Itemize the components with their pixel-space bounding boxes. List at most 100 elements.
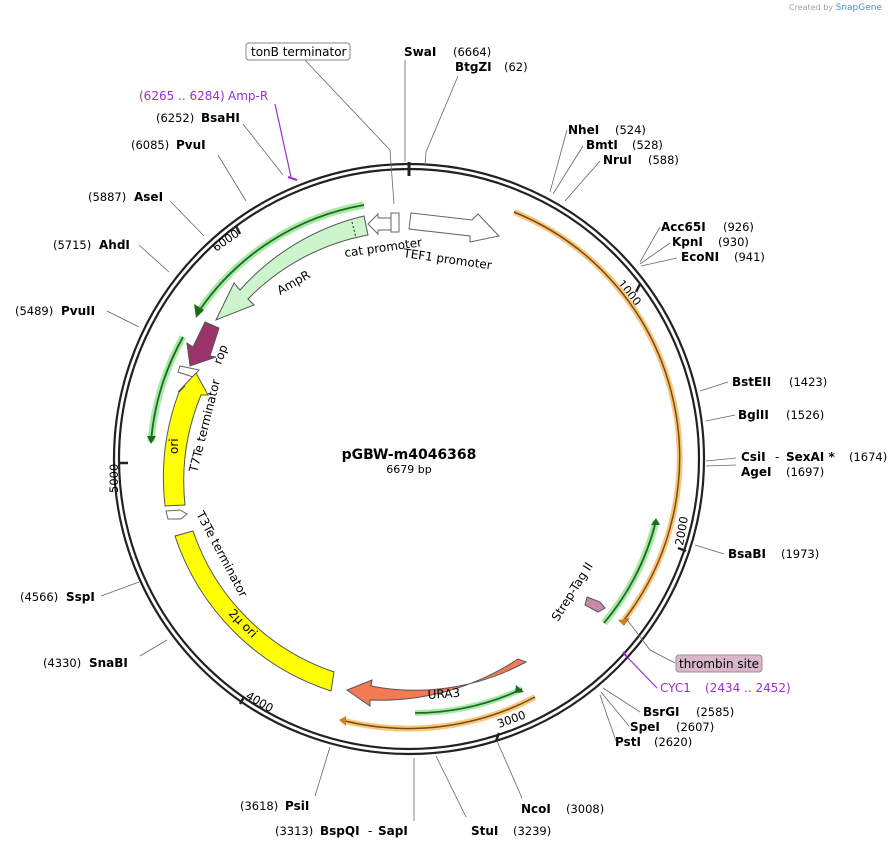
site-nhei-name: NheI bbox=[568, 123, 599, 137]
cat-promoter-small bbox=[390, 212, 400, 233]
amp-r-site-mark bbox=[287, 176, 298, 181]
credit-prefix: Created by bbox=[789, 3, 834, 12]
green-arrow-bottom bbox=[515, 685, 524, 693]
feature-label-rop: rop bbox=[211, 343, 231, 366]
amp-r-name: Amp-R bbox=[228, 89, 268, 103]
leader-bmti bbox=[552, 145, 584, 195]
leader-ahdi bbox=[138, 244, 170, 273]
ampr-inner-mark bbox=[351, 221, 357, 239]
primer-labels: (6265 .. 6284) Amp-R CYC1 (2434 .. 2452) bbox=[139, 89, 791, 695]
site-acc65i-pos: (926) bbox=[723, 220, 754, 234]
leader-lines bbox=[100, 57, 737, 821]
green-arc-left-core bbox=[150, 336, 184, 443]
leader-bsahi bbox=[242, 123, 284, 176]
site-asei-pos: (5887) bbox=[88, 190, 126, 204]
green-orf-arcs bbox=[147, 201, 660, 716]
leader-bglii bbox=[705, 414, 736, 422]
site-bmti-pos: (528) bbox=[632, 138, 663, 152]
tef1-promoter-arrow bbox=[408, 212, 500, 243]
green-arc-bottom-core bbox=[414, 688, 523, 714]
feature-label-strep-tag-ii: Strep-Tag II bbox=[549, 560, 596, 624]
site-snabi-pos: (4330) bbox=[43, 656, 81, 670]
site-swai-name: SwaI bbox=[404, 45, 436, 59]
site-asei-name: AseI bbox=[134, 190, 163, 204]
snapgene-logo: SnapGene bbox=[835, 3, 882, 13]
site-pvui-name: PvuI bbox=[176, 138, 206, 152]
green-arrow-left bbox=[147, 436, 156, 444]
leader-psti bbox=[599, 694, 617, 742]
site-agei-name: AgeI bbox=[741, 465, 771, 479]
leader-acc65i bbox=[639, 226, 661, 263]
leader-pvui bbox=[217, 154, 247, 202]
tick-marks bbox=[120, 225, 687, 742]
site-bglii-name: BglII bbox=[738, 408, 769, 422]
strep-tag-ii-arrow bbox=[584, 596, 606, 613]
site-psii-name: PsiI bbox=[285, 799, 309, 813]
green-arrow-top-left bbox=[194, 304, 204, 318]
plasmid-size: 6679 bp bbox=[386, 463, 431, 476]
site-nhei-pos: (524) bbox=[615, 123, 646, 137]
site-spei-name: SpeI bbox=[630, 720, 660, 734]
rop-arrow bbox=[186, 321, 220, 367]
feature-label-ura3: URA3 bbox=[427, 686, 460, 702]
site-pvui-pos: (6085) bbox=[131, 138, 169, 152]
leader-amp-r bbox=[274, 103, 292, 178]
site-sexai-name: SexAI * bbox=[786, 450, 835, 464]
tick-1000 bbox=[634, 283, 642, 293]
feature-label-tef1-promoter: TEF1 promoter bbox=[402, 246, 493, 272]
tick-6000 bbox=[234, 225, 242, 235]
tick-label-4000: 4000 bbox=[244, 688, 276, 715]
leader-pvuii bbox=[106, 310, 140, 328]
site-bspqi-pos: (3313) bbox=[275, 824, 313, 838]
site-kpni-pos: (930) bbox=[718, 235, 749, 249]
feature-label-ori: ori bbox=[167, 438, 181, 454]
site-stui-name: StuI bbox=[471, 824, 498, 838]
tonb-terminator-box bbox=[245, 42, 351, 61]
two-micron-ori-arc bbox=[174, 530, 335, 692]
site-nrui-pos: (588) bbox=[648, 153, 679, 167]
tick-2000 bbox=[677, 546, 687, 553]
leader-agei bbox=[705, 464, 737, 467]
site-psti-pos: (2620) bbox=[654, 735, 692, 749]
tick-label-5000: 5000 bbox=[107, 464, 121, 493]
leader-kpni bbox=[639, 242, 671, 265]
cat-promoter-arrow bbox=[367, 212, 392, 236]
green-arrow-right bbox=[651, 518, 660, 525]
site-ncoi-name: NcoI bbox=[521, 802, 551, 816]
cyc1-name: CYC1 bbox=[660, 681, 691, 695]
orf-arcs bbox=[339, 209, 683, 732]
thrombin-site-label: thrombin site bbox=[679, 657, 759, 671]
site-econi-name: EcoNI bbox=[681, 250, 719, 264]
site-swai-pos: (6664) bbox=[453, 45, 491, 59]
ura3-arrow bbox=[345, 658, 528, 707]
site-bsabi-name: BsaBI bbox=[728, 547, 766, 561]
leader-asei bbox=[169, 200, 205, 237]
tick-3000 bbox=[494, 732, 501, 742]
amp-r-range: (6265 .. 6284) bbox=[139, 89, 225, 103]
leader-bsrgi bbox=[602, 687, 641, 713]
tonb-terminator-label: tonB terminator bbox=[251, 45, 347, 59]
site-btgzi-name: BtgZI bbox=[455, 60, 492, 74]
site-acc65i-name: Acc65I bbox=[661, 220, 706, 234]
site-ncoi-pos: (3008) bbox=[566, 802, 604, 816]
site-csii-pos: (1674) bbox=[849, 450, 887, 464]
orf-arrow-bottom bbox=[339, 716, 346, 726]
site-bsabi-pos: (1973) bbox=[781, 547, 819, 561]
leader-btgzi bbox=[424, 75, 459, 167]
leader-cyc1 bbox=[627, 657, 658, 689]
site-bspqi-sep: - bbox=[368, 824, 372, 838]
site-econi-pos: (941) bbox=[734, 250, 765, 264]
site-agei-pos: (1697) bbox=[786, 465, 824, 479]
plasmid-name: pGBW-m4046368 bbox=[342, 447, 477, 463]
leader-bsteii bbox=[699, 381, 729, 392]
snapgene-credit: Created by SnapGene bbox=[789, 3, 882, 13]
t3te-terminator-arrow bbox=[165, 509, 188, 520]
leader-nhei bbox=[549, 129, 568, 193]
green-arc-right-core bbox=[603, 520, 657, 624]
leader-sspi bbox=[100, 581, 140, 597]
orf-arc-right bbox=[512, 209, 683, 622]
site-pvuii-pos: (5489) bbox=[15, 304, 53, 318]
site-snabi-name: SnaBI bbox=[89, 656, 128, 670]
site-kpni-name: KpnI bbox=[672, 235, 703, 249]
